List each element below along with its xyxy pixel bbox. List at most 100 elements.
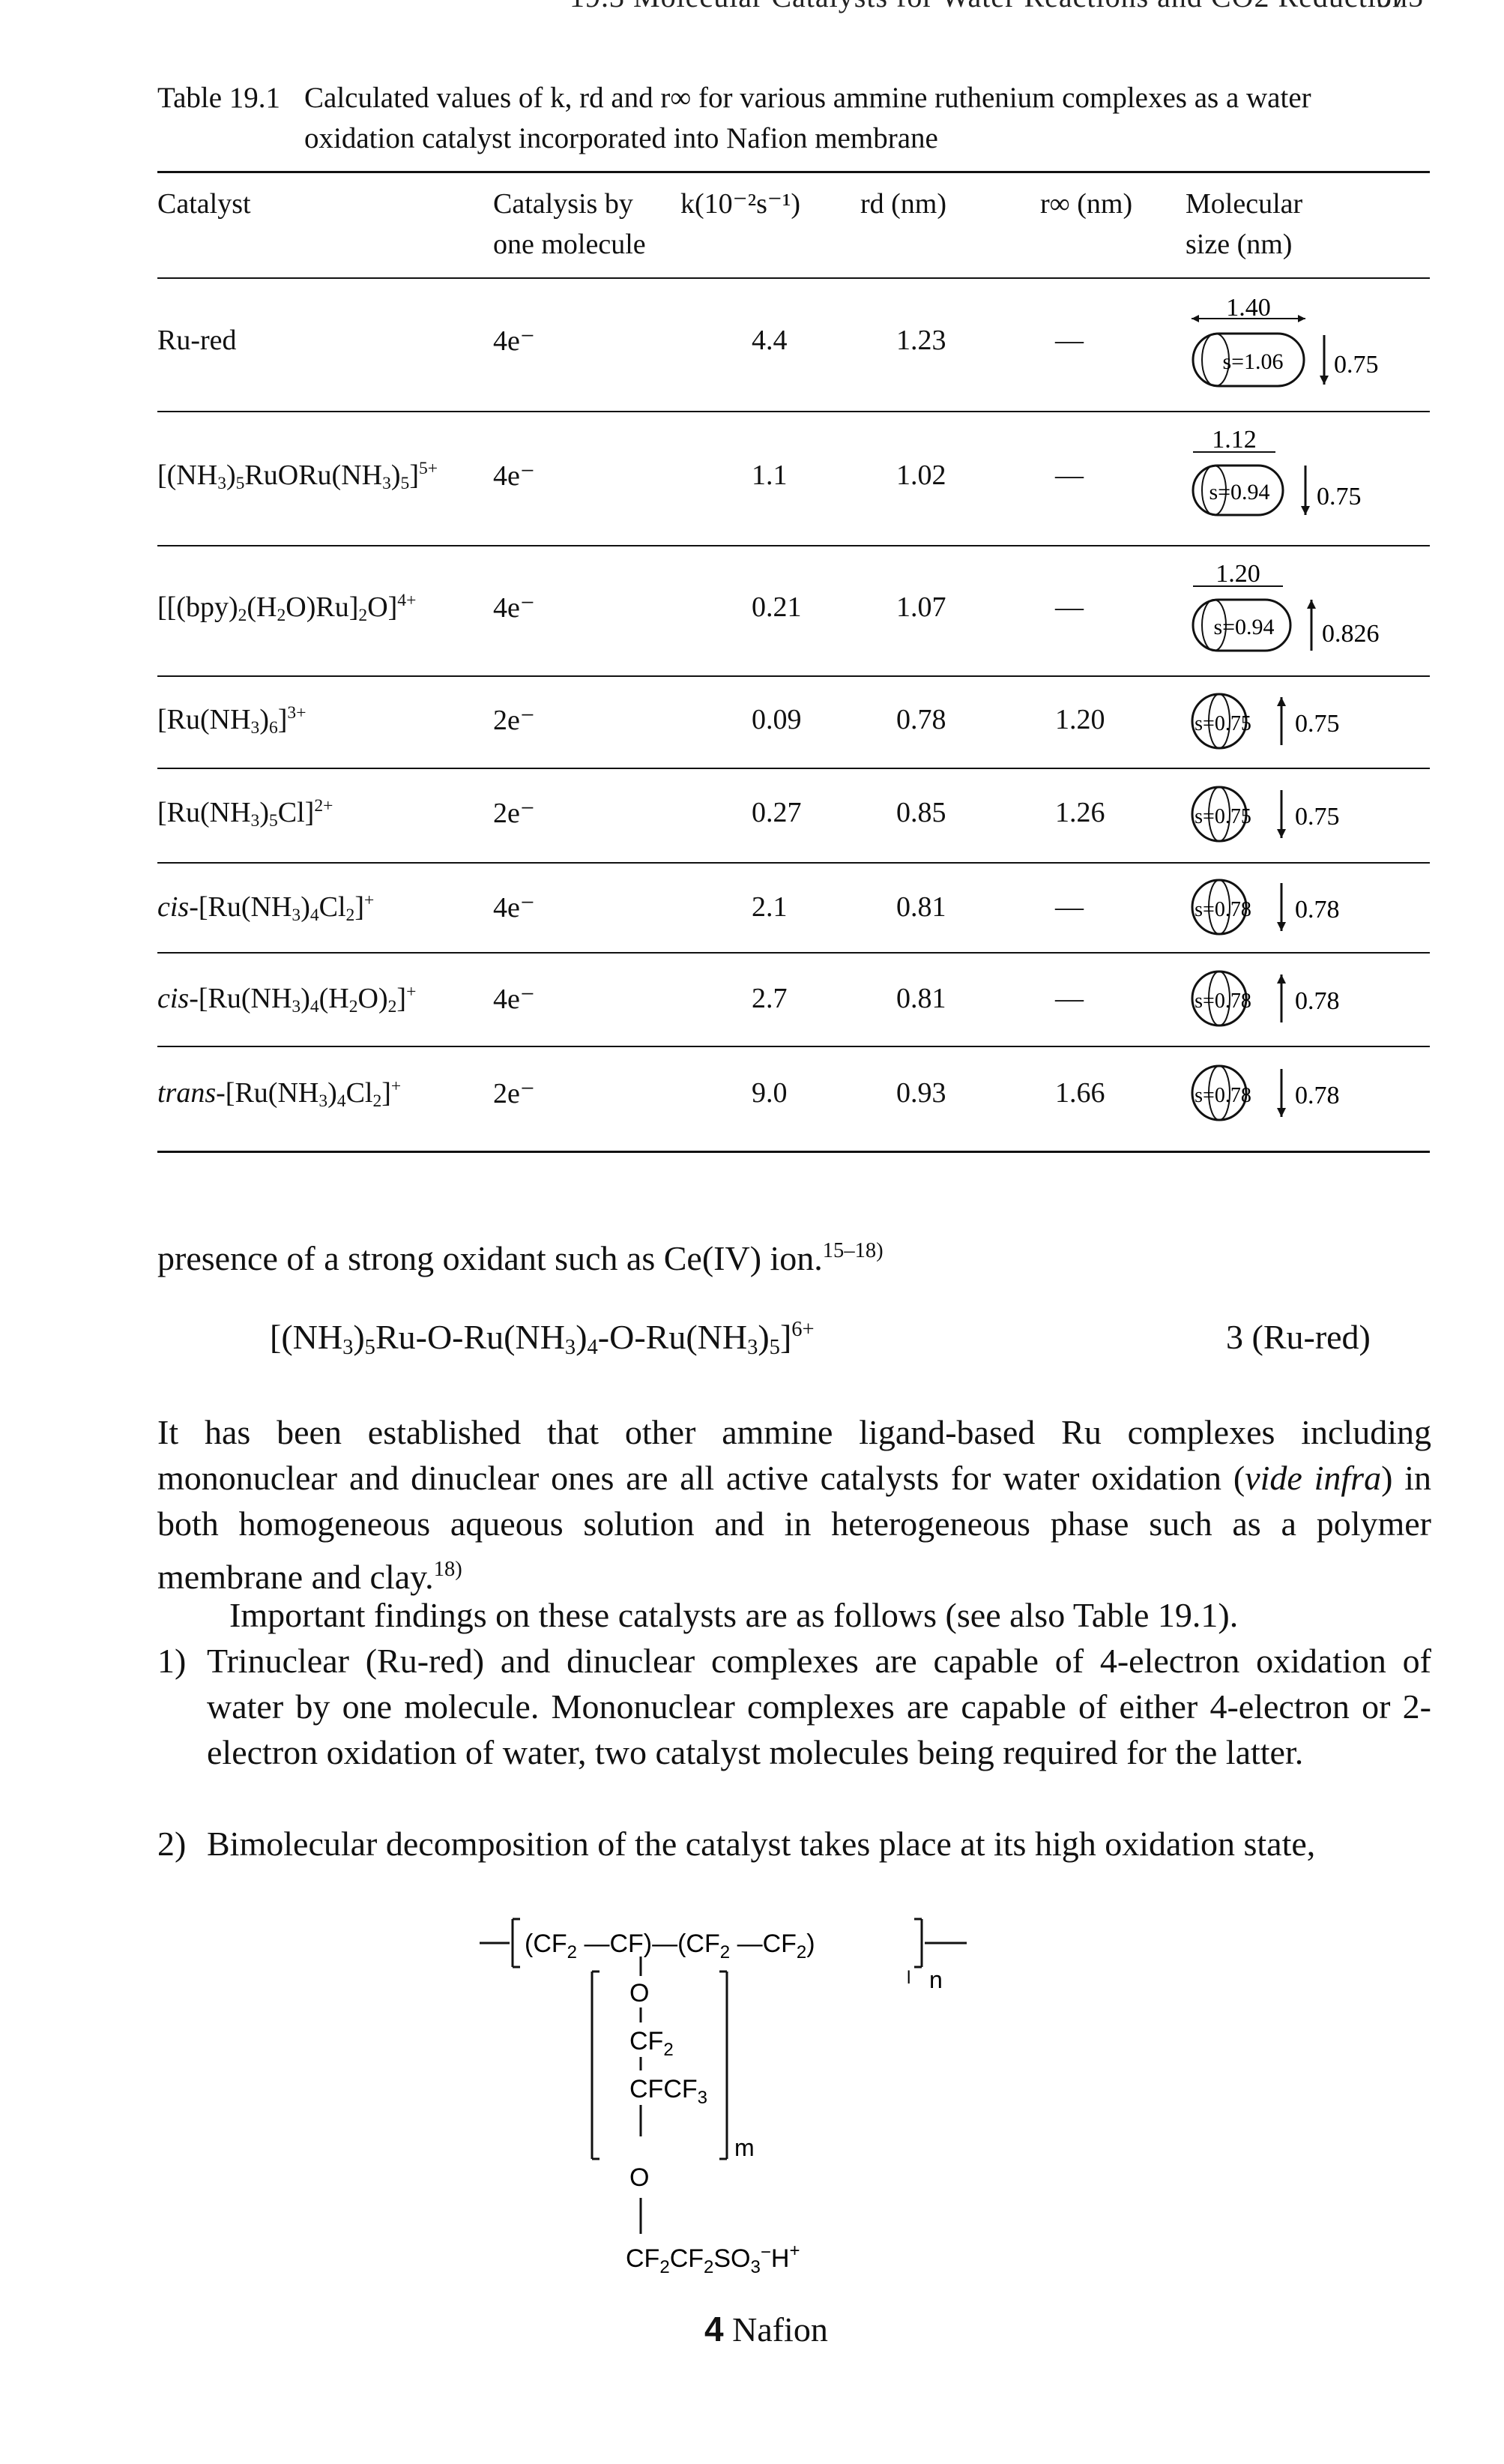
table-caption: Table 19.1 Calculated values of k, rd and… bbox=[157, 78, 1431, 159]
row-divider bbox=[157, 675, 1430, 677]
row-divider bbox=[157, 768, 1430, 769]
header-molecular-size: Molecular size (nm) bbox=[1186, 184, 1302, 265]
cell-k: 2.1 bbox=[752, 891, 788, 923]
table-bottom-rule bbox=[157, 1151, 1430, 1153]
cell-rd: 1.02 bbox=[896, 460, 946, 491]
header-size-line1: Molecular bbox=[1186, 188, 1303, 220]
size-height: 0.78 bbox=[1295, 1082, 1340, 1109]
cell-k: 9.0 bbox=[752, 1077, 788, 1109]
cell-catalyst: [[(bpy)2(H2O)Ru]2O]4+ bbox=[157, 591, 417, 625]
table-caption-line2: oxidation catalyst incorporated into Naf… bbox=[304, 122, 938, 154]
cell-by: 4e⁻ bbox=[493, 984, 535, 1015]
table-header-rule bbox=[157, 277, 1430, 279]
header-catalyst: Catalyst bbox=[157, 188, 251, 220]
cell-rinf: 1.66 bbox=[1055, 1077, 1105, 1109]
row-divider bbox=[157, 1046, 1430, 1047]
list-number: 1) bbox=[157, 1642, 187, 1680]
cell-rd: 1.07 bbox=[896, 591, 946, 623]
page-number: 975 bbox=[1377, 0, 1424, 14]
cell-rinf: — bbox=[1055, 983, 1084, 1014]
paragraph-text: presence of a strong oxidant such as Ce(… bbox=[157, 1239, 823, 1278]
row-divider bbox=[157, 862, 1430, 864]
cell-catalyst: cis-[Ru(NH3)4Cl2]+ bbox=[157, 891, 375, 925]
nafion-cfcf3: CFCF3 bbox=[629, 2075, 707, 2108]
cell-k: 0.27 bbox=[752, 797, 802, 828]
nafion-m: m bbox=[734, 2134, 755, 2161]
row-divider bbox=[157, 952, 1430, 954]
cell-k: 4.4 bbox=[752, 325, 788, 356]
header-k: k(10⁻²s⁻¹) bbox=[680, 188, 800, 220]
nafion-o2: O bbox=[629, 2163, 649, 2192]
cell-catalyst: Ru-red bbox=[157, 325, 237, 356]
nafion-structure: (CF2 —CF)—(CF2 —CF2) n l O CF2 CFCF3 m O… bbox=[480, 1904, 1049, 2418]
cell-rd: 0.85 bbox=[896, 797, 946, 828]
nafion-cf2: CF2 bbox=[629, 2027, 674, 2060]
cell-by: 2e⁻ bbox=[493, 1078, 535, 1109]
paragraph-text: It has been established that other ammin… bbox=[157, 1413, 1431, 1497]
header-rd: rd (nm) bbox=[860, 188, 947, 220]
cell-rinf: 1.20 bbox=[1055, 704, 1105, 735]
paragraph-text: ) in both homogeneous aqueous solution a… bbox=[157, 1459, 1432, 1597]
cell-rinf: 1.26 bbox=[1055, 797, 1105, 828]
chemical-formula: [(NH3)5Ru-O-Ru(NH3)4-O-Ru(NH3)5]6+ bbox=[270, 1317, 815, 1360]
cell-by: 4e⁻ bbox=[493, 460, 535, 492]
cell-by: 2e⁻ bbox=[493, 705, 535, 736]
reference-superscript: 15–18) bbox=[822, 1239, 884, 1262]
header-size-line2: size (nm) bbox=[1186, 229, 1293, 260]
cell-rinf: — bbox=[1055, 325, 1084, 356]
header-catalysis-by: Catalysis by one molecule bbox=[493, 184, 646, 265]
cell-catalyst: cis-[Ru(NH3)4(H2O)2]+ bbox=[157, 982, 417, 1016]
row-divider bbox=[157, 411, 1430, 412]
nafion-backbone: (CF2 —CF)—(CF2 —CF2) bbox=[525, 1930, 815, 1963]
nafion-caption: 4 Nafion bbox=[704, 2309, 828, 2349]
size-height: 0.75 bbox=[1317, 483, 1362, 510]
size-diameter: s=0.94 bbox=[1213, 615, 1274, 639]
cell-k: 1.1 bbox=[752, 460, 788, 491]
cell-by: 2e⁻ bbox=[493, 798, 535, 829]
cell-catalyst: trans-[Ru(NH3)4Cl2]+ bbox=[157, 1076, 402, 1111]
cell-k: 0.21 bbox=[752, 591, 802, 623]
compound-number: 4 bbox=[704, 2310, 724, 2349]
molecular-size-figure: s=0.75 0.75 bbox=[1186, 781, 1433, 852]
size-height: 0.826 bbox=[1322, 620, 1380, 648]
molecular-size-figure: s=0.75 0.75 bbox=[1186, 688, 1433, 759]
row-divider bbox=[157, 545, 1430, 546]
table-label: Table 19.1 bbox=[157, 82, 281, 114]
list-number: 2) bbox=[157, 1825, 187, 1863]
cell-rd: 0.93 bbox=[896, 1077, 946, 1109]
header-by-line1: Catalysis by bbox=[493, 188, 633, 220]
cell-by: 4e⁻ bbox=[493, 325, 535, 357]
list-text: Trinuclear (Ru-red) and dinuclear comple… bbox=[207, 1642, 1431, 1771]
cell-rd: 1.23 bbox=[896, 325, 946, 356]
molecular-size-figure: 1.40 s=1.06 0.75 bbox=[1186, 289, 1433, 409]
cell-rinf: — bbox=[1055, 591, 1084, 623]
header-rinf: r∞ (nm) bbox=[1040, 188, 1133, 220]
cell-catalyst: [Ru(NH3)6]3+ bbox=[157, 703, 306, 738]
cell-rinf: — bbox=[1055, 460, 1084, 491]
molecular-size-figure: s=0.78 0.78 bbox=[1186, 966, 1433, 1037]
paragraph-continuation: presence of a strong oxidant such as Ce(… bbox=[157, 1228, 1431, 1281]
cell-rinf: — bbox=[1055, 891, 1084, 923]
table-caption-line1: Calculated values of k, rd and r∞ for va… bbox=[304, 82, 1311, 114]
size-length: 1.20 bbox=[1215, 560, 1260, 588]
molecular-size-figure: 1.12 s=0.94 0.75 bbox=[1186, 422, 1433, 542]
paragraph: It has been established that other ammin… bbox=[157, 1409, 1431, 1600]
cell-catalyst: [(NH3)5RuORu(NH3)5]5+ bbox=[157, 459, 438, 493]
size-height: 0.78 bbox=[1295, 987, 1340, 1015]
compound-name: Nafion bbox=[732, 2310, 828, 2349]
size-length: 1.12 bbox=[1212, 426, 1257, 454]
size-height: 0.75 bbox=[1295, 710, 1340, 738]
cell-rd: 0.78 bbox=[896, 704, 946, 735]
size-diameter: s=0.78 bbox=[1195, 1084, 1251, 1107]
formula-number: 3 (Ru-red) bbox=[1226, 1318, 1371, 1356]
cell-k: 2.7 bbox=[752, 983, 788, 1014]
size-height: 0.75 bbox=[1334, 351, 1379, 379]
size-diameter: s=0.94 bbox=[1209, 480, 1269, 504]
table-top-rule bbox=[157, 171, 1430, 173]
molecular-size-figure: s=0.78 0.78 bbox=[1186, 1060, 1433, 1131]
nafion-l: l bbox=[907, 1968, 910, 1988]
cell-k: 0.09 bbox=[752, 704, 802, 735]
running-head-title: 19.3 Molecular Catalysts for Water React… bbox=[570, 0, 1408, 13]
running-head: 19.3 Molecular Catalysts for Water React… bbox=[570, 0, 1424, 14]
